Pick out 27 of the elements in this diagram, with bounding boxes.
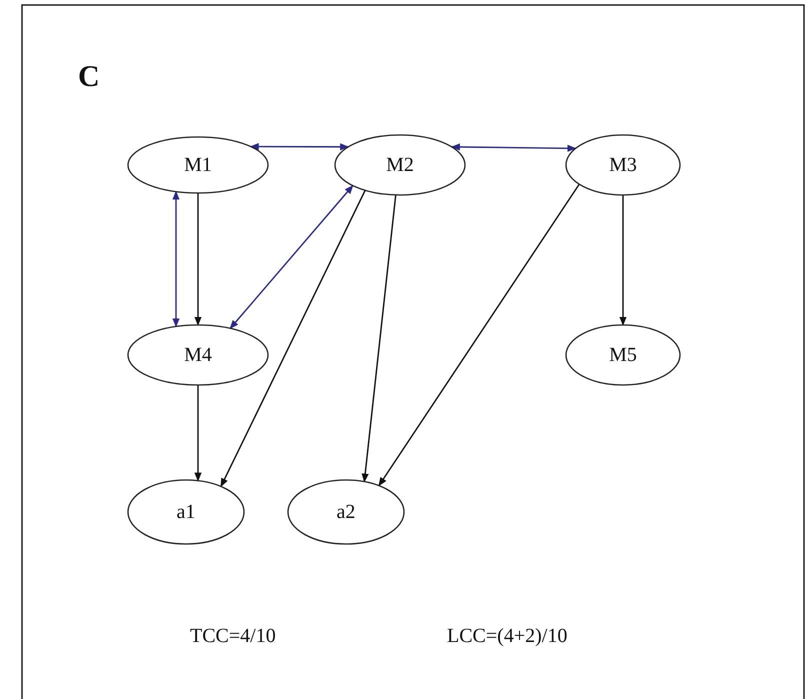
ellipse-node bbox=[287, 479, 405, 545]
arrow bbox=[230, 184, 354, 330]
panel-letter: C bbox=[78, 60, 100, 94]
ellipse-node bbox=[127, 324, 269, 386]
metric-label: TCC=4/10 bbox=[190, 625, 276, 648]
arrow bbox=[250, 143, 350, 150]
arrow bbox=[362, 194, 396, 483]
metric-label: LCC=(4+2)/10 bbox=[447, 625, 568, 648]
node-label: M4 bbox=[184, 344, 212, 366]
node-label: M2 bbox=[386, 154, 414, 176]
arrow bbox=[220, 190, 366, 488]
arrow bbox=[450, 143, 576, 152]
ellipse-node bbox=[127, 136, 269, 194]
node-label: a1 bbox=[176, 500, 196, 524]
arrow bbox=[619, 195, 627, 326]
node-label: M1 bbox=[184, 154, 212, 176]
arrow bbox=[378, 184, 580, 486]
node-label: M3 bbox=[609, 154, 637, 176]
arrow bbox=[172, 190, 180, 328]
ellipse-node bbox=[565, 324, 681, 386]
node-label: a2 bbox=[336, 500, 356, 524]
ellipse-node bbox=[127, 479, 245, 545]
arrow bbox=[194, 193, 202, 326]
arrow bbox=[194, 385, 202, 482]
ellipse-node bbox=[565, 134, 681, 196]
node-label: M5 bbox=[609, 344, 637, 366]
ellipse-node bbox=[334, 134, 466, 196]
